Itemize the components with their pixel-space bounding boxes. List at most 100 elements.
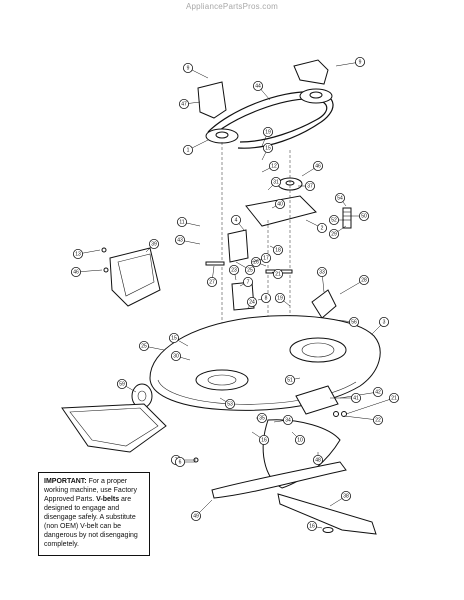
callout-circle [224, 398, 235, 409]
callout-circle [176, 216, 187, 227]
callout-label: 21 [391, 395, 397, 401]
callout-label: 16 [309, 523, 315, 529]
callout-circle [148, 238, 159, 249]
callout-label: 19 [277, 295, 283, 301]
callout-label: 7 [247, 279, 250, 285]
callout-circle [190, 510, 201, 521]
front-bracket-right [295, 385, 339, 415]
callout-label: 1 [187, 147, 190, 153]
callout-label: 6 [179, 459, 182, 465]
deflector-shield [109, 247, 161, 307]
callout-circle [306, 521, 317, 532]
callout-circle [174, 456, 185, 467]
callout-label: 46 [73, 269, 79, 275]
discharge-chute [61, 403, 167, 453]
callout-label: 25 [247, 267, 253, 273]
hardware-nut-1 [333, 411, 339, 417]
hardware-bolt-2 [103, 267, 109, 273]
callout-label: 15 [265, 145, 271, 151]
callout-label: 15 [171, 335, 177, 341]
callout-label: 38 [343, 493, 349, 499]
belt-cover-right [293, 59, 329, 85]
notice-lead: IMPORTANT: [44, 478, 87, 485]
callout-circle [312, 160, 323, 171]
right-arm-bracket [311, 289, 337, 319]
hardware-bolt-1 [101, 247, 107, 253]
callout-label: 2 [321, 225, 324, 231]
callout-circle [178, 99, 189, 110]
callout-circle [246, 296, 257, 307]
callout-circle [350, 392, 361, 403]
callout-circle [294, 434, 305, 445]
callout-leader [343, 415, 379, 421]
callout-label: 33 [319, 269, 325, 275]
callout-circle [252, 81, 263, 92]
callout-circle [372, 414, 383, 425]
callout-label: 13 [75, 251, 81, 257]
callout-label: 12 [271, 163, 277, 169]
callout-circle [304, 180, 315, 191]
callout-label: 30 [173, 353, 179, 359]
callout-label: 41 [353, 395, 359, 401]
callout-circle [274, 198, 285, 209]
callout-circle [328, 228, 339, 239]
v-belt-inner [211, 98, 328, 143]
callout-circle [328, 214, 339, 225]
callout-circle [170, 350, 181, 361]
callout-label: 24 [249, 299, 255, 305]
callout-label: 52 [331, 217, 337, 223]
notice-text-1: For a proper working machine, use Factor… [44, 478, 137, 503]
callout-label: 50 [361, 213, 367, 219]
callout-circle [272, 244, 283, 255]
deck-spindle-right [289, 337, 347, 363]
notice-text-2: are designed to engage and disengage saf… [44, 496, 138, 548]
callout-label: 37 [307, 183, 313, 189]
callout-circle [71, 266, 82, 277]
callout-circle [268, 160, 279, 171]
callout-label: 18 [275, 247, 281, 253]
callout-label: 51 [287, 377, 293, 383]
callout-label: 39 [151, 241, 157, 247]
callout-label: 47 [181, 101, 187, 107]
callout-leader [345, 397, 395, 415]
callout-label: 34 [285, 417, 291, 423]
spring [342, 207, 352, 229]
callout-circle [260, 292, 271, 303]
callout-label: 17 [263, 255, 269, 261]
callout-circle [274, 292, 285, 303]
callout-circle [388, 392, 399, 403]
callout-circle [230, 214, 241, 225]
callout-circle [316, 266, 327, 277]
callout-label: 11 [179, 219, 184, 225]
callout-circle [358, 210, 369, 221]
callout-circle [284, 374, 295, 385]
callout-label: 43 [177, 237, 183, 243]
callout-label: 59 [119, 381, 125, 387]
callout-label: 44 [255, 83, 261, 89]
callout-label: 49 [193, 513, 199, 519]
callout-label: 35 [259, 415, 265, 421]
callout-label: 21 [275, 271, 281, 277]
callout-circle [272, 268, 283, 279]
watermark: AppliancePartsPros.com [186, 2, 278, 11]
callout-label: 16 [261, 437, 267, 443]
callout-circle [340, 490, 351, 501]
callout-label: 4 [235, 217, 238, 223]
callout-circle [348, 316, 359, 327]
callout-circle [182, 144, 193, 155]
callout-label: 3 [383, 319, 386, 325]
callout-circle [354, 57, 365, 68]
callout-circle [138, 340, 149, 351]
callout-circle [316, 222, 327, 233]
callout-label: 56 [351, 319, 357, 325]
callout-circle [262, 142, 273, 153]
callout-label: 42 [375, 389, 381, 395]
callout-label: 48 [315, 457, 321, 463]
callout-circle [250, 256, 261, 267]
callout-circle [260, 252, 271, 263]
belt-cover-left [197, 81, 227, 119]
pulley-left-hub [215, 131, 229, 139]
callout-label: 27 [209, 279, 215, 285]
callout-circle [174, 234, 185, 245]
